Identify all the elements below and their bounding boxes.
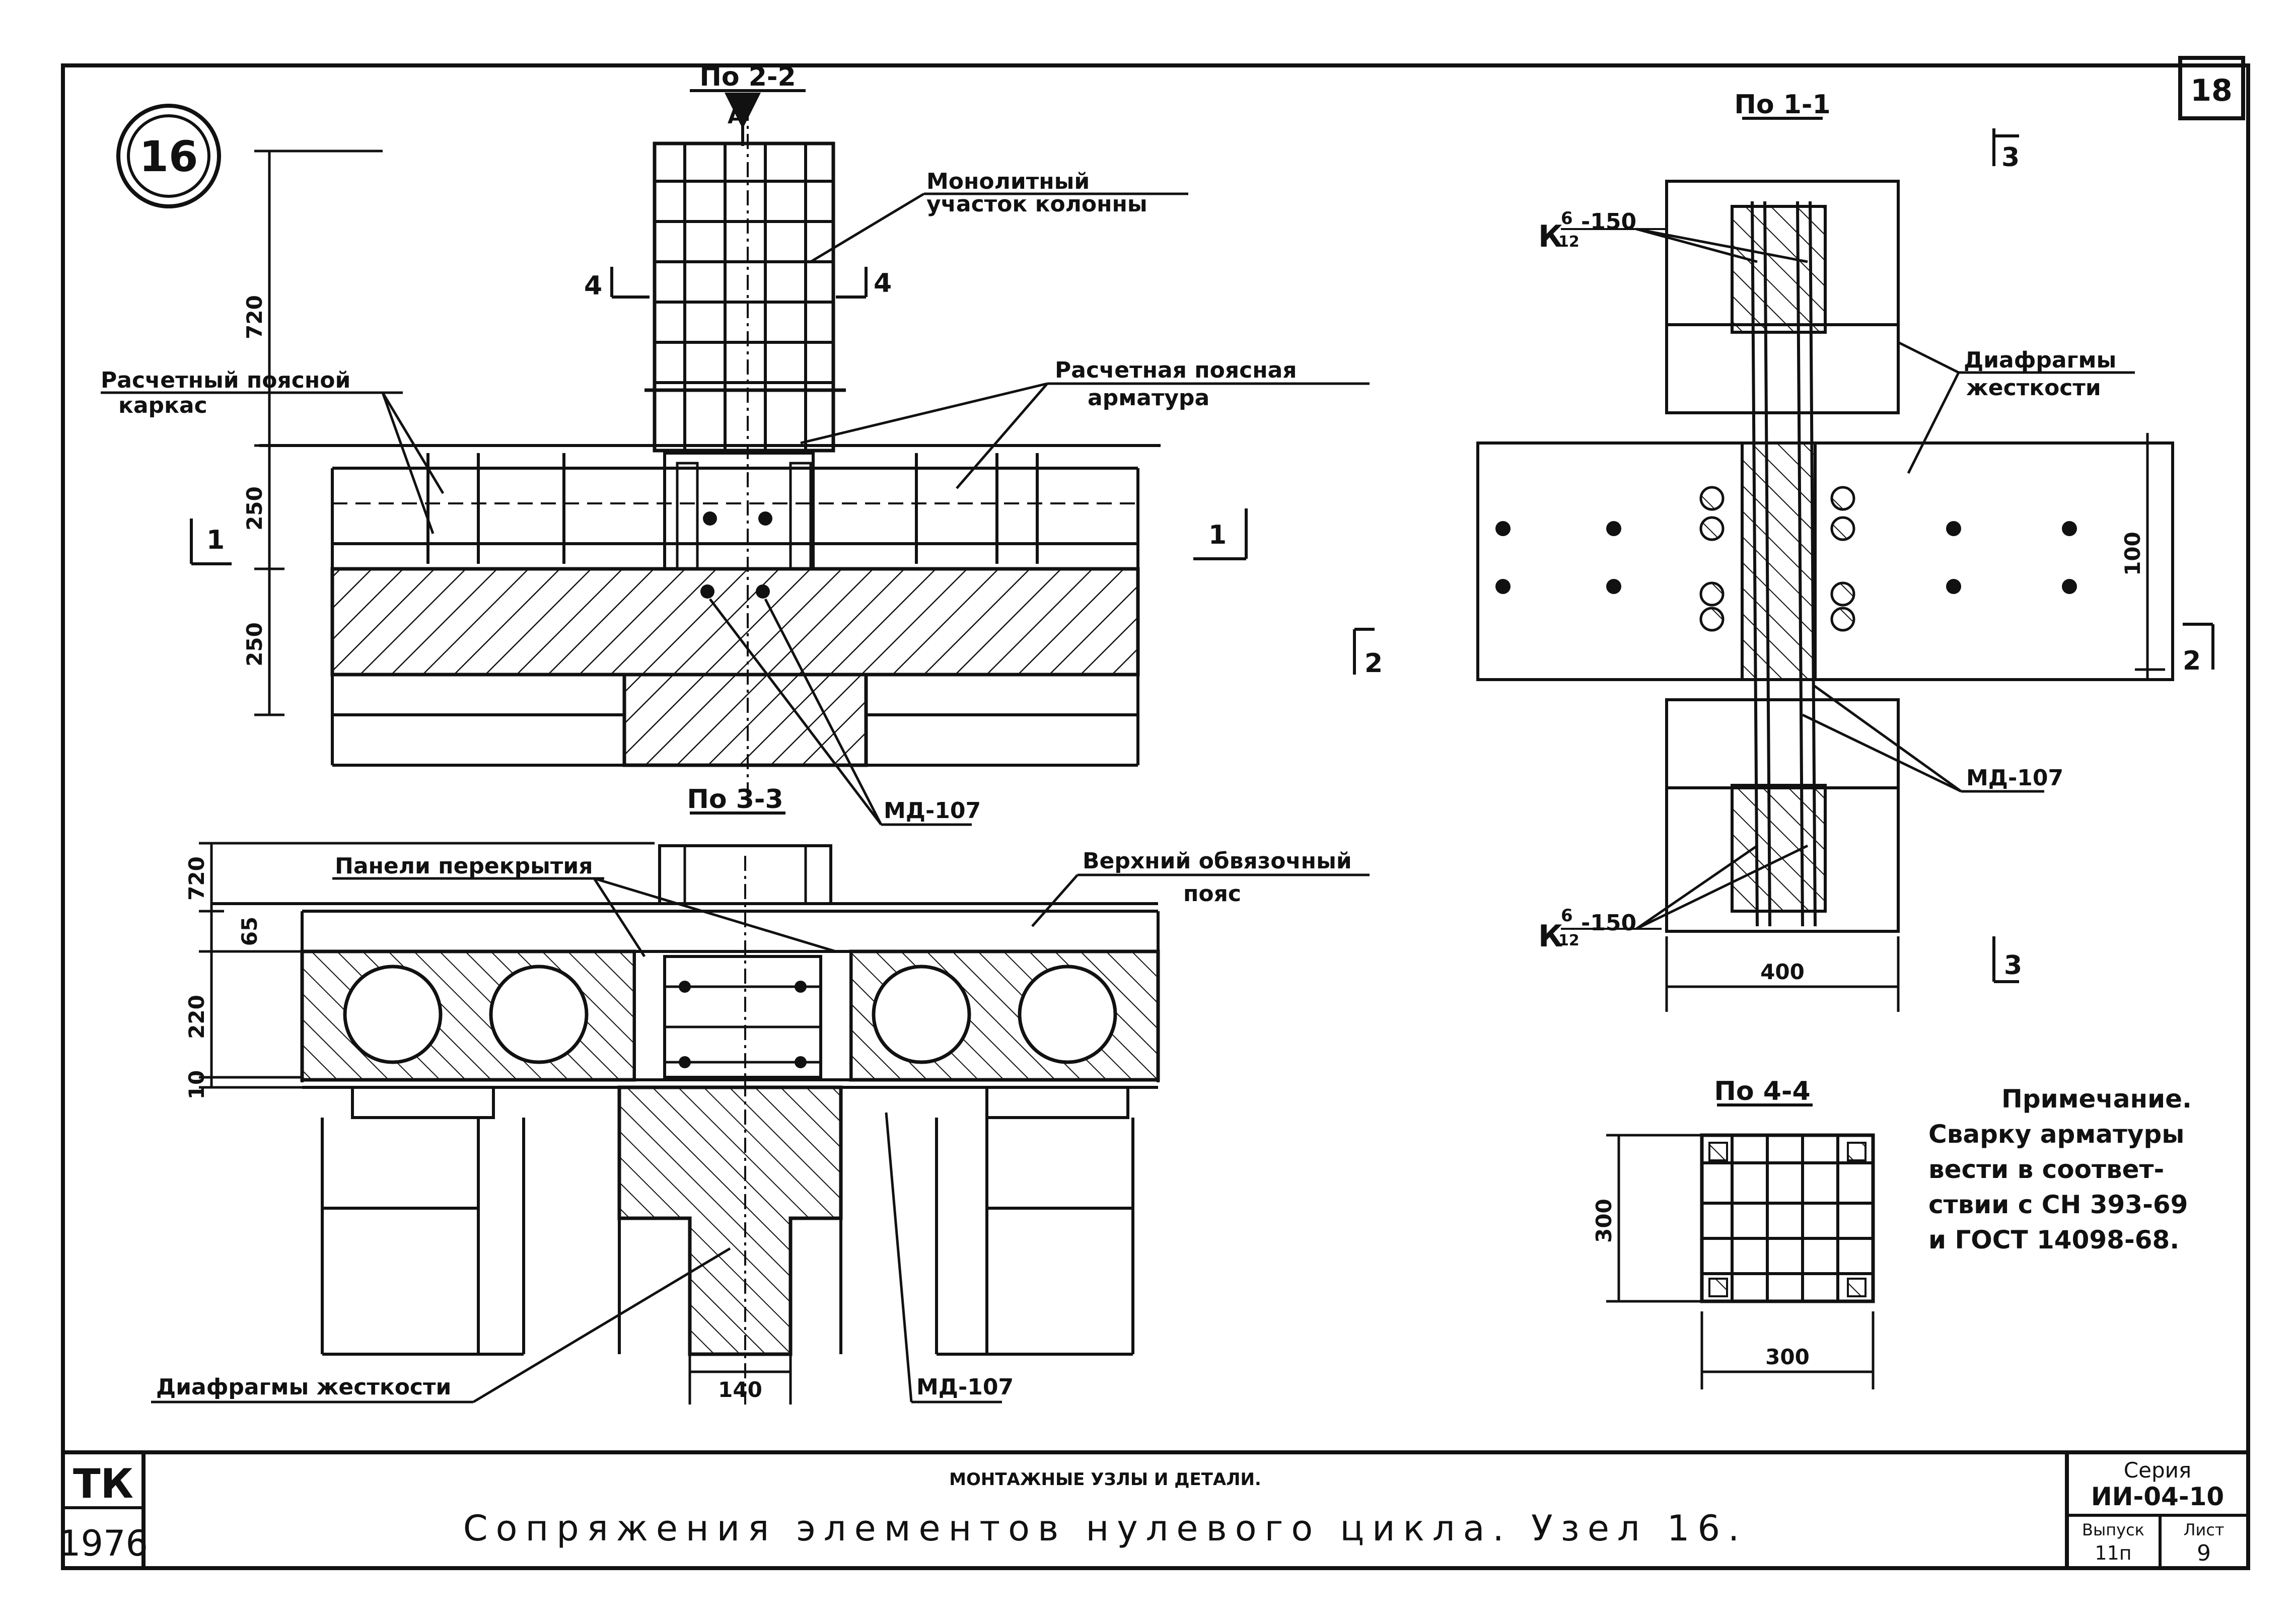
section-4-4: По 4-4 300 300 bbox=[1592, 1076, 1875, 1389]
diaphragm-tee bbox=[617, 1085, 843, 1356]
label-calc-rebar-l2: арматура bbox=[1088, 385, 1209, 411]
title-sheet-value: 9 bbox=[2197, 1540, 2211, 1566]
title-sheet-label: Лист bbox=[2183, 1520, 2224, 1539]
section-title-2-2: По 2-2 bbox=[699, 62, 796, 92]
cut-mark-2-left: 2 bbox=[1365, 648, 1383, 679]
label-k-bottom-den: 12 bbox=[1558, 932, 1580, 949]
dim-100: 100 bbox=[2120, 532, 2145, 576]
cut-mark-3-bottom: 3 bbox=[2004, 950, 2022, 981]
cut-mark-4-left: 4 bbox=[584, 271, 602, 301]
label-upper-belt-l2: пояс bbox=[1183, 881, 1241, 907]
note-block: Примечание. Сварку арматуры вести в соот… bbox=[1928, 1084, 2192, 1255]
label-upper-belt-l1: Верхний обвязочный bbox=[1083, 848, 1352, 874]
label-floor-panels: Панели перекрытия bbox=[335, 853, 593, 879]
foundation-block bbox=[330, 567, 1140, 677]
label-k-top-den: 12 bbox=[1558, 233, 1580, 251]
title-issue-value: 11п bbox=[2095, 1542, 2131, 1564]
section-title-3-3: По 3-3 bbox=[687, 784, 783, 815]
cut-mark-1-right: 1 bbox=[1208, 520, 1227, 550]
label-monolithic-column-l1: Монолитный bbox=[926, 169, 1090, 194]
sheet-frame bbox=[61, 63, 2250, 1570]
label-calc-frame-l1: Расчетный поясной bbox=[101, 367, 350, 393]
dim-300-horizontal: 300 bbox=[1765, 1345, 1810, 1369]
note-line-3: вести в соответ- bbox=[1928, 1155, 2164, 1184]
title-main: Сопряжения элементов нулевого цикла. Узе… bbox=[463, 1508, 1748, 1549]
title-series-label: Серия bbox=[2124, 1458, 2191, 1483]
dim-250-belt: 250 bbox=[242, 486, 267, 531]
label-diaphragm-right-l1: Диафрагмы bbox=[1964, 347, 2116, 373]
section-title-4-4: По 4-4 bbox=[1714, 1076, 1810, 1106]
label-calc-frame-l2: каркас bbox=[118, 393, 207, 418]
note-line-5: и ГОСТ 14098-68. bbox=[1928, 1225, 2179, 1255]
cut-mark-3-top: 3 bbox=[2001, 142, 2020, 173]
column-section-4-4 bbox=[1700, 1133, 1875, 1303]
dim-250-footing: 250 bbox=[242, 622, 267, 667]
dim-65: 65 bbox=[237, 917, 262, 946]
title-issue-label: Выпуск bbox=[2082, 1520, 2144, 1539]
title-year: 1976 bbox=[58, 1523, 148, 1564]
label-k-top-num: 6 bbox=[1561, 208, 1573, 229]
beam-band bbox=[1476, 441, 2174, 681]
label-k-bottom-num: 6 bbox=[1561, 906, 1573, 926]
dim-300-vertical: 300 bbox=[1592, 1199, 1616, 1243]
title-subtitle: МОНТАЖНЫЕ УЗЛЫ И ДЕТАЛИ. bbox=[949, 1469, 1261, 1490]
dim-10: 10 bbox=[184, 1070, 209, 1099]
label-md107-right: МД-107 bbox=[1966, 765, 2063, 791]
title-block: ТК 1976 МОНТАЖНЫЕ УЗЛЫ И ДЕТАЛИ. Сопряже… bbox=[58, 1458, 2225, 1566]
label-k-top: К bbox=[1538, 219, 1563, 254]
dim-720-top: 720 bbox=[242, 295, 267, 339]
label-calc-rebar-l1: Расчетная поясная bbox=[1055, 357, 1297, 383]
dim-400: 400 bbox=[1760, 960, 1805, 984]
dim-220: 220 bbox=[184, 995, 209, 1039]
label-diaphragm-right-l2: жесткости bbox=[1966, 375, 2101, 401]
dim-720-bottom: 720 bbox=[184, 856, 209, 901]
cut-mark-4-right: 4 bbox=[874, 268, 892, 299]
node-number: 16 bbox=[139, 132, 198, 181]
label-k-bottom: К bbox=[1538, 919, 1563, 954]
section-1-1: По 1-1 3 bbox=[1353, 90, 2214, 1012]
node-circle-inner bbox=[127, 114, 210, 198]
cut-mark-1-left: 1 bbox=[206, 525, 225, 555]
node-circle-outer bbox=[116, 104, 221, 208]
label-md107-bottom: МД-107 bbox=[916, 1374, 1014, 1400]
label-k-top-tail: -150 bbox=[1581, 209, 1636, 235]
section-2-2: По 2-2 А 4 4 bbox=[101, 62, 1370, 826]
label-k-bottom-tail: -150 bbox=[1581, 910, 1636, 936]
label-md107-top: МД-107 bbox=[884, 798, 981, 824]
dim-140: 140 bbox=[718, 1377, 762, 1402]
note-line-4: ствии с СН 393-69 bbox=[1928, 1190, 2188, 1219]
title-series-value: ИИ-04-10 bbox=[2091, 1482, 2224, 1511]
cut-mark-2-right: 2 bbox=[2183, 646, 2201, 676]
label-monolithic-column-l2: участок колонны bbox=[926, 191, 1147, 217]
sheet-number-box bbox=[2178, 56, 2245, 120]
section-3-3: По 3-3 bbox=[151, 784, 1370, 1405]
note-line-2: Сварку арматуры bbox=[1928, 1120, 2185, 1149]
section-title-1-1: По 1-1 bbox=[1734, 90, 1830, 120]
foundation-web bbox=[622, 673, 868, 767]
sheet-number: 18 bbox=[2190, 73, 2233, 108]
label-diaphragm-bottom: Диафрагмы жесткости bbox=[156, 1374, 451, 1400]
note-line-1: Примечание. bbox=[2001, 1084, 2192, 1114]
title-org: ТК bbox=[73, 1460, 133, 1507]
